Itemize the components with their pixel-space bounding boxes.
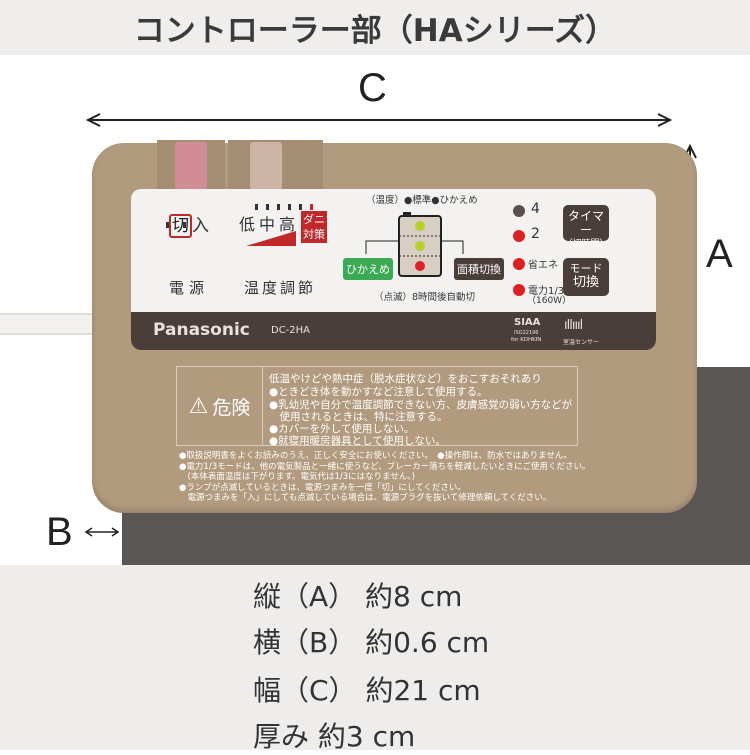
warning-line: ●ときどき体を動かすなど注意して使用する。 [269, 386, 488, 398]
timer-button[interactable]: タイマー （切時間） [563, 205, 609, 249]
brand-band: Panasonic DC-2HA SIAA ISO22196 for KOHKI… [131, 312, 656, 350]
power-watt-label: （160W） [527, 296, 572, 306]
warning-line: ●カバーを外して使用しない。 [269, 423, 415, 435]
temp-mid: 中 [259, 215, 280, 234]
note-line: ●電力1/3モードは、他の電気製品と一緒に使うなど、ブレーカー落ちを軽減したいと… [179, 462, 591, 472]
power-third-label: 電力1/3 [528, 286, 565, 297]
lamp-diagram [365, 212, 464, 277]
warning-header: ⚠危険 [177, 367, 263, 445]
warning-box: ⚠危険 低温やけどや熱中症（脱水症状など）をおこすおそれあり ●ときどき体を動か… [176, 366, 578, 447]
temp-label: 温度調節 [244, 279, 317, 297]
control-panel: 切入 低中高 ダニ対策 電源 温度調節 （温度）●標準●ひかえめ ひかえめ 面積… [131, 189, 656, 350]
dimension-label-a: A [706, 232, 733, 276]
model-number: DC-2HA [271, 325, 311, 336]
hikaeme-button[interactable]: ひかえめ [343, 258, 393, 280]
power-knob[interactable] [175, 142, 207, 190]
warning-line: 低温やけどや熱中症（脱水症状など）をおこすおそれあり [269, 373, 542, 385]
power-switch-labels: 切入 [169, 211, 209, 238]
siaa-iso: ISO22196 [514, 330, 539, 336]
spec-height: 縦（A） 約8 cm [253, 580, 463, 613]
timer-2-led [513, 230, 525, 242]
note-line: ●ランプが点滅しているときは、電源つまみを一度「切」にしてください。 [179, 483, 466, 493]
warning-line: 使用されるときは、特に注意する。 [269, 411, 448, 423]
warning-line: ●就寝用暖房器具として使用しない。 [269, 435, 446, 447]
temp-levels: 低中高 [239, 211, 299, 235]
mode-button[interactable]: モード切換 [563, 258, 609, 296]
power-off-label: 切 [169, 214, 192, 238]
power-ticks [166, 209, 186, 233]
timer-button-label: タイマー [567, 209, 604, 237]
spec-thickness: 厚み 約3 cm [253, 720, 416, 753]
power-third-led [513, 284, 525, 296]
warning-line: ●乳幼児や自分で温度調節できない方、皮膚感覚の弱い方などが [269, 399, 573, 411]
siaa-kohkin: for KOHKIN [511, 337, 542, 343]
dimension-label-c: C [358, 66, 387, 110]
eco-label: 省エネ [528, 260, 558, 271]
sensor-icon: ıllıııl [564, 318, 583, 333]
timer-4-led [513, 205, 525, 217]
auto-off-note: （点滅）8時間後自動切 [374, 292, 476, 303]
page-title: コントローラー部（HAシリーズ） [0, 0, 750, 55]
power-on-label: 入 [192, 216, 209, 236]
temp-knob[interactable] [250, 142, 282, 190]
spec-width-b: 横（B） 約0.6 cm [253, 626, 490, 659]
dimension-label-b: B [46, 510, 73, 554]
brand-logo: Panasonic [153, 320, 250, 340]
note-line: 電源つまみを「入」にしても点滅している場合は、電源プラグを抜いて修理依頼してくだ… [179, 493, 552, 503]
warning-triangle-icon: ⚠ [188, 393, 209, 419]
power-cord [0, 313, 95, 335]
note-line: ●取扱説明書をよくお読みのうえ、正しく安全にお使いください。 ●操作部は、防水で… [179, 451, 572, 461]
timer-2-label: 2 [531, 226, 540, 242]
timer-button-sublabel: （切時間） [563, 239, 609, 249]
area-switch-button[interactable]: 面積切換 [454, 258, 504, 280]
temp-low: 低 [239, 215, 260, 234]
spec-width-c: 幅（C） 約21 cm [253, 674, 481, 707]
note-line: (本体表面温度は下がります。電気代は1/3にはなりません。) [179, 472, 415, 482]
temp-legend: （温度）●標準●ひかえめ [366, 195, 478, 206]
warning-title: 危険 [212, 396, 251, 419]
eco-led [513, 258, 525, 270]
timer-4-label: 4 [531, 201, 540, 217]
mode-button-sublabel: 切換 [572, 275, 599, 290]
temp-high: 高 [279, 215, 300, 234]
sensor-label: 室温センサー [563, 339, 600, 346]
spec-list: 縦（A） 約8 cm 横（B） 約0.6 cm 幅（C） 約21 cm 厚み 約… [0, 565, 750, 753]
siaa-mark: SIAA [514, 317, 541, 328]
mode-button-label: モード [569, 262, 603, 275]
power-label: 電源 [169, 279, 210, 297]
mite-badge: ダニ対策 [301, 211, 327, 243]
temp-ticks [255, 195, 313, 214]
temp-wedge [246, 231, 296, 246]
